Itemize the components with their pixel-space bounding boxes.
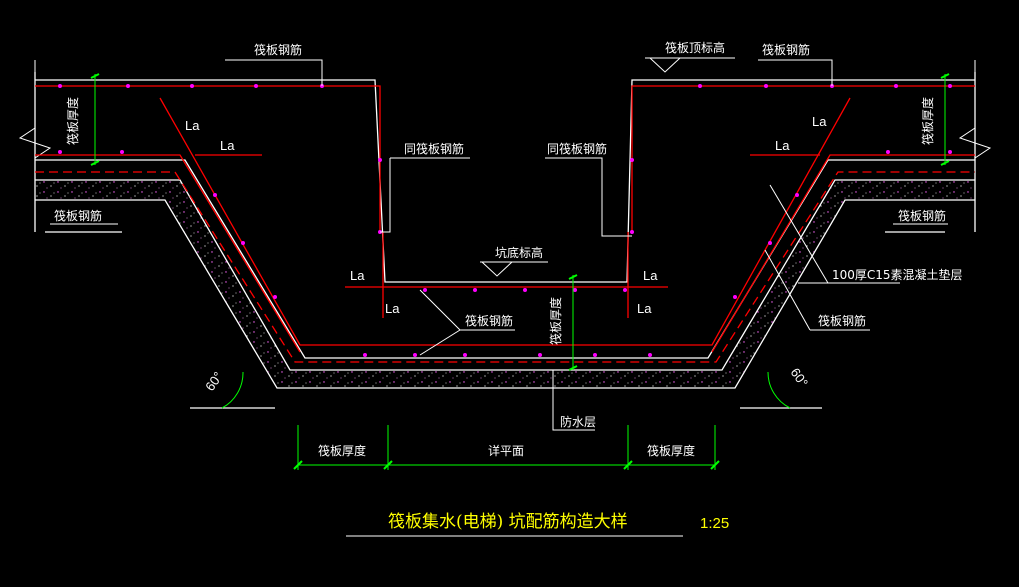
break-symbol-right: [958, 60, 992, 159]
label-raft-rebar-top-left: 筏板钢筋: [254, 42, 302, 57]
dimension-label-center: 详平面: [488, 443, 524, 458]
dimension-label-left: 筏板厚度: [318, 443, 366, 458]
label-same-raft-rebar-right: 同筏板钢筋: [547, 141, 607, 156]
label-cushion-layer: 100厚C15素混凝土垫层: [832, 267, 963, 282]
label-raft-rebar-lower-left: 筏板钢筋: [54, 208, 102, 223]
label-raft-thickness-left: 筏板厚度: [65, 97, 80, 145]
la-mark: La: [775, 138, 790, 153]
rebar-dots: [58, 84, 952, 357]
angle-right: 60°: [788, 365, 812, 390]
drawing-scale: 1:25: [700, 515, 729, 532]
la-mark: La: [812, 114, 827, 129]
label-raft-rebar-slope-right: 筏板钢筋: [818, 313, 866, 328]
label-waterproof-layer: 防水层: [560, 414, 596, 429]
dimension-ticks: [90, 73, 950, 470]
concrete-outline: [34, 72, 976, 409]
cushion-layer-fill: [35, 180, 975, 388]
label-raft-rebar-bottom: 筏板钢筋: [465, 313, 513, 328]
la-mark: La: [220, 138, 235, 153]
angle-left: 60°: [202, 369, 226, 394]
dimension-label-right: 筏板厚度: [647, 443, 695, 458]
label-pit-thickness: 筏板厚度: [548, 297, 563, 345]
la-mark: La: [637, 301, 652, 316]
label-raft-thickness-right: 筏板厚度: [920, 97, 935, 145]
label-raft-rebar-lower-right: 筏板钢筋: [898, 208, 946, 223]
la-mark: La: [350, 268, 365, 283]
dimension-lines: [94, 74, 946, 470]
leader-lines: [50, 57, 948, 537]
label-same-raft-rebar-left: 同筏板钢筋: [404, 141, 464, 156]
label-raft-top-elevation: 筏板顶标高: [665, 40, 725, 55]
label-pit-bottom-elevation: 坑底标高: [495, 245, 543, 260]
label-raft-rebar-top-right: 筏板钢筋: [762, 42, 810, 57]
la-mark: La: [643, 268, 658, 283]
break-symbol-left: [18, 60, 52, 159]
drawing-title: 筏板集水(电梯) 坑配筋构造大样: [388, 512, 628, 532]
la-mark: La: [185, 118, 200, 133]
rebar-lines: [35, 85, 975, 363]
la-mark: La: [385, 301, 400, 316]
